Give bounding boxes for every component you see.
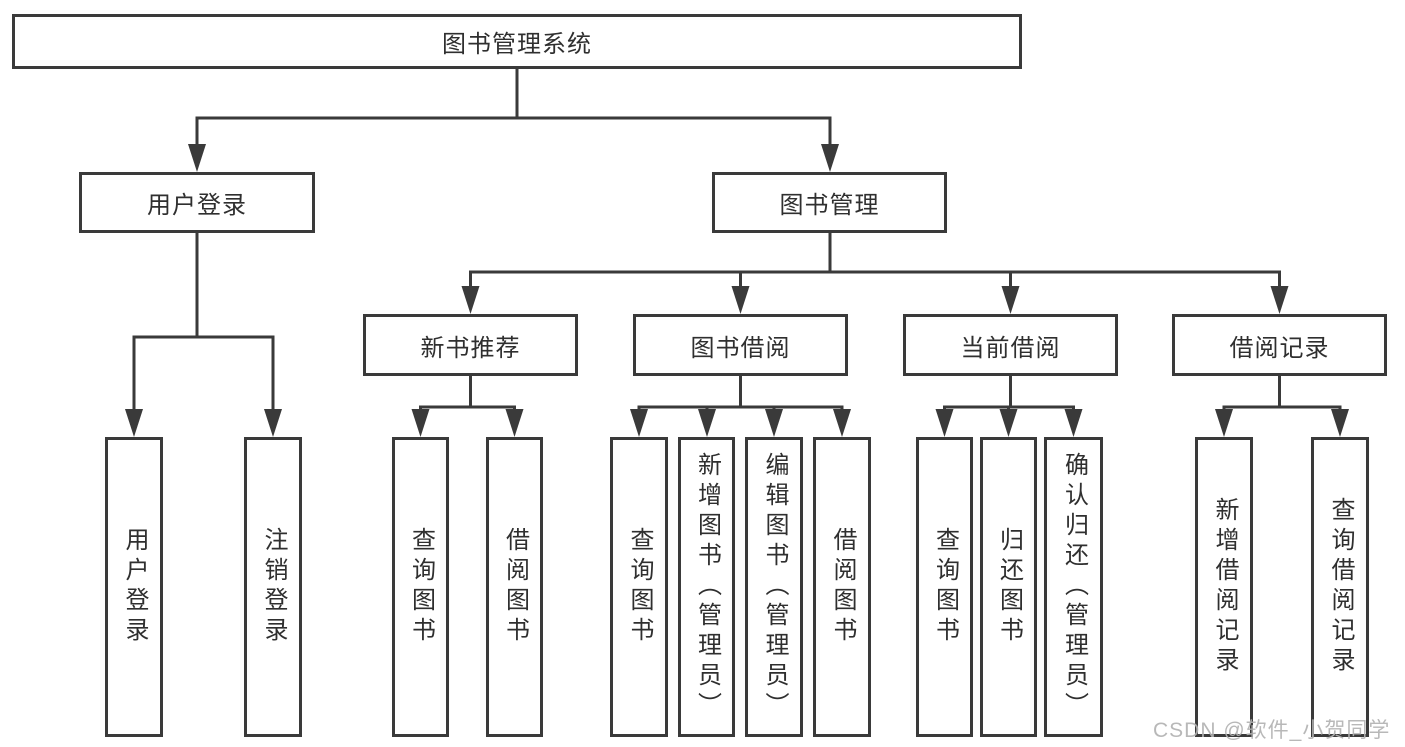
node-book-management: 图书管理	[712, 172, 947, 233]
node-root: 图书管理系统	[12, 14, 1022, 69]
node-new-book-recommend: 新书推荐	[363, 314, 578, 376]
leaf-query-books-2: 查询图书	[610, 437, 668, 737]
leaf-logout: 注销登录	[244, 437, 302, 737]
leaf-borrow-books-2: 借阅图书	[813, 437, 871, 737]
leaf-query-books-3: 查询图书	[916, 437, 973, 737]
node-borrow-records: 借阅记录	[1172, 314, 1387, 376]
node-user-login: 用户登录	[79, 172, 315, 233]
leaf-confirm-return-admin: 确认归还（管理员）	[1044, 437, 1103, 737]
leaf-query-borrow-record: 查询借阅记录	[1311, 437, 1369, 737]
node-current-borrow: 当前借阅	[903, 314, 1118, 376]
node-book-borrow: 图书借阅	[633, 314, 848, 376]
leaf-query-books-1: 查询图书	[392, 437, 449, 737]
leaf-return-books: 归还图书	[980, 437, 1037, 737]
leaf-add-borrow-record: 新增借阅记录	[1195, 437, 1253, 737]
csdn-watermark: CSDN @软件_小贺同学	[1153, 719, 1391, 742]
leaf-user-login: 用户登录	[105, 437, 163, 737]
leaf-borrow-books-1: 借阅图书	[486, 437, 543, 737]
leaf-edit-books-admin: 编辑图书（管理员）	[745, 437, 803, 737]
leaf-add-books-admin: 新增图书（管理员）	[678, 437, 735, 737]
